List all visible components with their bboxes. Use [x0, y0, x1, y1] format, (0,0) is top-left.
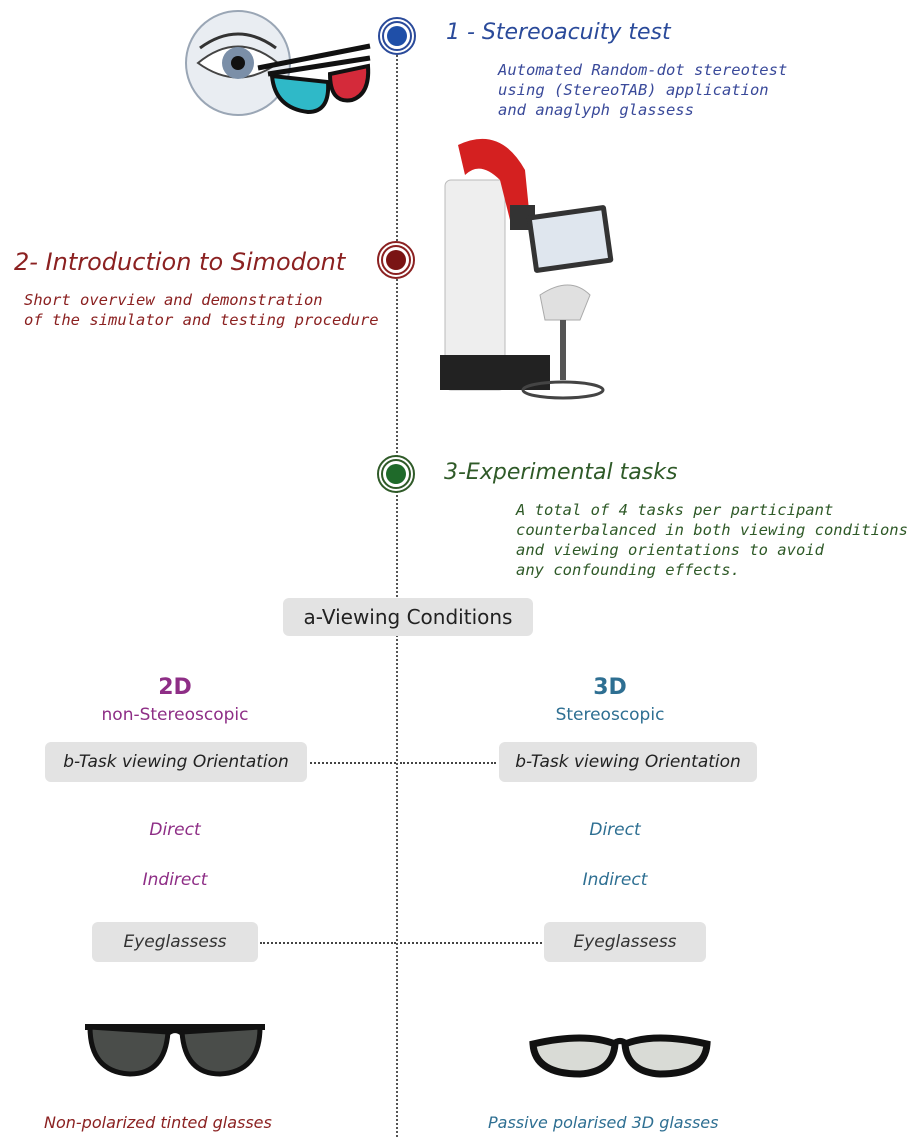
right-subtitle: Stereoscopic	[555, 705, 665, 725]
right-orientation-label: b-Task viewing Orientation	[499, 742, 757, 782]
step2-marker-icon	[377, 241, 415, 279]
right-caption: Passive polarised 3D glasses	[488, 1113, 719, 1132]
left-caption: Non-polarized tinted glasses	[44, 1113, 272, 1132]
tinted-glasses-illustration	[85, 1024, 265, 1077]
simodont-simulator-illustration	[440, 138, 614, 400]
eyebrow	[199, 32, 277, 50]
viewing-conditions-label: a-Viewing Conditions	[283, 598, 533, 636]
right-title: 3D	[593, 675, 627, 700]
step3-title: 3-Experimental tasks	[444, 460, 678, 485]
left-title: 2D	[158, 675, 192, 700]
left-indirect-option: Indirect	[142, 870, 208, 890]
left-direct-option: Direct	[149, 820, 201, 840]
right-orientation-connector	[400, 762, 496, 764]
simulator-chair	[539, 284, 591, 321]
eye-pupil	[231, 56, 245, 70]
step2-title: 2- Introduction to Simodont	[14, 248, 346, 276]
polarised-3d-glasses-illustration	[529, 1034, 711, 1078]
right-indirect-option: Indirect	[582, 870, 648, 890]
step1-description: Automated Random-dot stereotest using (S…	[498, 61, 788, 119]
step1-title: 1 - Stereoacuity test	[446, 20, 671, 45]
left-eyeglasses-label: Eyeglassess	[92, 922, 258, 962]
step1-marker-icon	[378, 17, 416, 55]
left-orientation-connector	[310, 762, 396, 764]
eye-anaglyph-illustration	[185, 10, 371, 116]
left-orientation-label: b-Task viewing Orientation	[45, 742, 307, 782]
step3-marker-icon	[377, 455, 415, 493]
right-eyeglasses-label: Eyeglassess	[544, 922, 706, 962]
timeline-line	[396, 30, 398, 1137]
step2-description: Short overview and demonstration of the …	[24, 291, 379, 329]
right-eyeglasses-connector	[400, 942, 542, 944]
left-subtitle: non-Stereoscopic	[101, 705, 249, 725]
left-eyeglasses-connector	[260, 942, 396, 944]
right-direct-option: Direct	[589, 820, 641, 840]
step3-description: A total of 4 tasks per participant count…	[516, 501, 908, 579]
simulator-arm	[458, 138, 530, 220]
anaglyph-glasses-icon	[257, 43, 371, 115]
